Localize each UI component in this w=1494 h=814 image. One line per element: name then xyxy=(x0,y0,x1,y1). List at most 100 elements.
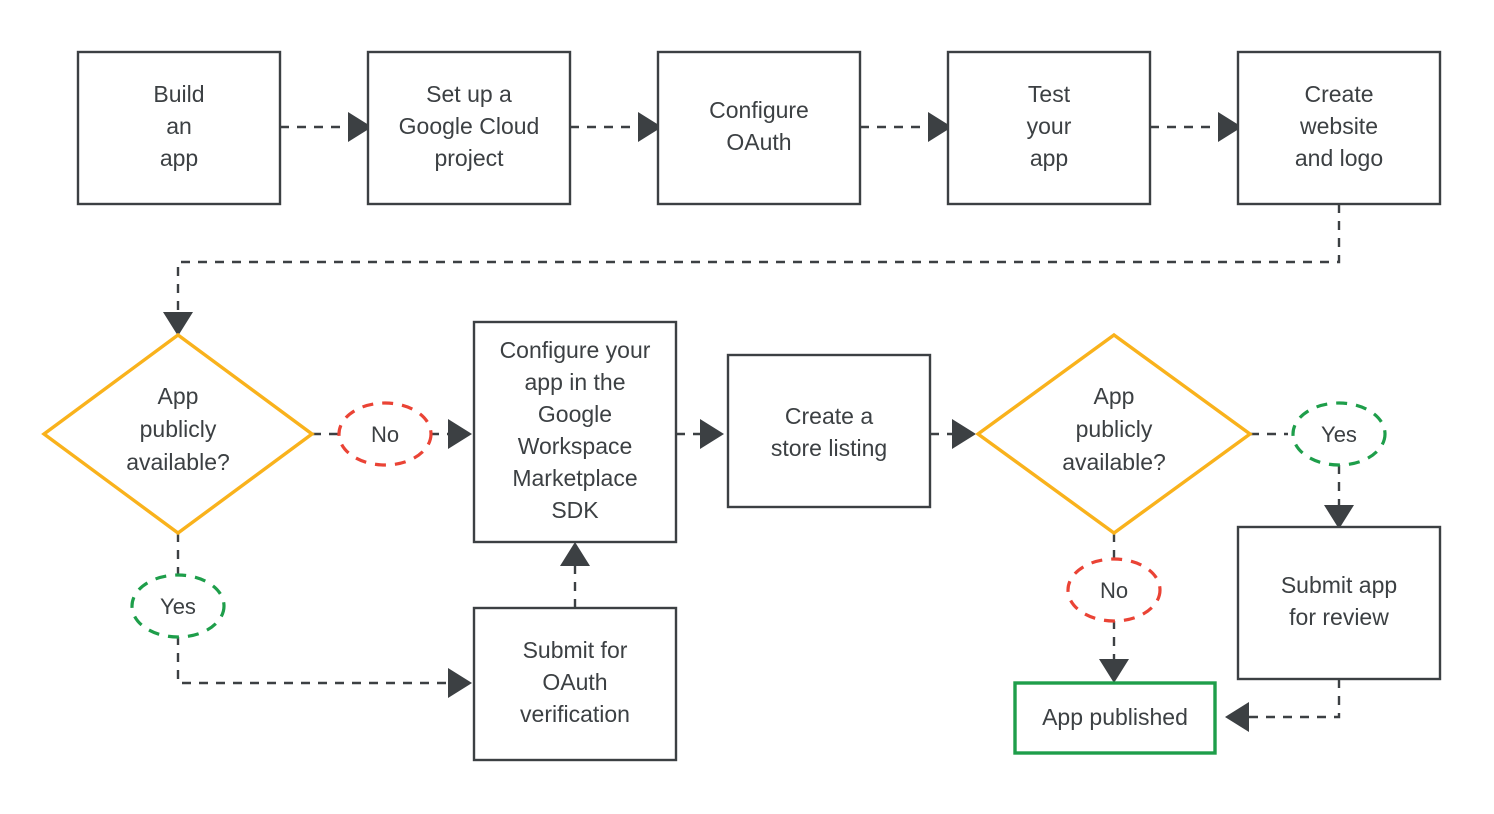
node-decision-app-publicly-available-1[interactable]: App publicly available? xyxy=(41,332,315,536)
edge-decision2-yes-to-review xyxy=(1250,432,1354,529)
edge-label-yes-1: Yes xyxy=(130,573,226,639)
node-label-line: OAuth xyxy=(726,129,791,155)
node-shape xyxy=(1013,681,1217,755)
node-label-line: App xyxy=(158,383,199,409)
node-shape xyxy=(76,50,282,206)
edge-label-no-2: No xyxy=(1066,557,1162,623)
node-label-line: publicly xyxy=(140,416,217,442)
node-label-line: an xyxy=(166,113,192,139)
edge-review-to-published xyxy=(1225,679,1341,732)
arrow-head-icon xyxy=(700,419,724,449)
node-label-line: and logo xyxy=(1295,145,1383,171)
node-label-line: available? xyxy=(126,449,230,475)
node-label-line: Google xyxy=(538,401,612,427)
node-decision-app-publicly-available-2[interactable]: App publicly available? xyxy=(975,332,1253,536)
edge-decision1-yes-to-oauth-verification xyxy=(176,533,472,698)
arrow-head-icon xyxy=(1099,659,1129,683)
node-shape xyxy=(975,332,1253,536)
no-ellipse-shape xyxy=(1066,557,1162,623)
no-ellipse-shape xyxy=(337,401,433,467)
node-label-line: app xyxy=(1030,145,1068,171)
node-test-your-app[interactable]: Test your app xyxy=(946,50,1152,206)
node-label-line: SDK xyxy=(551,497,599,523)
node-shape xyxy=(472,606,678,762)
edge-decision1-no-to-sdk xyxy=(312,419,472,449)
arrow-head-icon xyxy=(1218,112,1242,142)
node-shape xyxy=(366,50,572,206)
edge-label-text: Yes xyxy=(1321,422,1357,447)
arrow-head-icon xyxy=(928,112,952,142)
arrow-head-icon xyxy=(448,419,472,449)
yes-ellipse-shape xyxy=(130,573,226,639)
node-shape xyxy=(946,50,1152,206)
edge-label-no-1: No xyxy=(337,401,433,467)
edge-decision2-no-to-published xyxy=(1099,533,1129,683)
edge-sdk-to-store-listing xyxy=(676,419,724,449)
node-create-a-store-listing[interactable]: Create a store listing xyxy=(726,353,932,509)
arrow-head-icon xyxy=(448,668,472,698)
node-label-line: your xyxy=(1027,113,1072,139)
arrow-head-icon xyxy=(348,112,372,142)
node-label-line: Create xyxy=(1304,81,1373,107)
node-shape xyxy=(656,50,862,206)
arrow-head-icon xyxy=(1324,505,1354,529)
node-label-line: Set up a xyxy=(426,81,512,107)
arrow-head-icon xyxy=(1225,702,1249,732)
node-label-line: Submit app xyxy=(1281,572,1397,598)
edge-line xyxy=(1249,679,1341,719)
edge-oauth-to-test xyxy=(860,112,952,142)
node-shape xyxy=(1236,525,1442,681)
node-shape xyxy=(41,332,315,536)
node-label-line: Google Cloud xyxy=(399,113,540,139)
yes-ellipse-shape xyxy=(1291,401,1387,467)
edge-line xyxy=(176,636,448,685)
node-label-line: Test xyxy=(1028,81,1071,107)
node-label-line: Workspace xyxy=(518,433,633,459)
edge-website-to-decision1 xyxy=(163,204,1341,336)
node-label-line: available? xyxy=(1062,449,1166,475)
edge-test-to-website xyxy=(1150,112,1242,142)
arrow-head-icon xyxy=(638,112,662,142)
node-set-up-google-cloud-project[interactable]: Set up a Google Cloud project xyxy=(366,50,572,206)
node-label-line: verification xyxy=(520,701,630,727)
node-label-line: OAuth xyxy=(542,669,607,695)
node-submit-app-for-review[interactable]: Submit app for review xyxy=(1236,525,1442,681)
edge-label-text: No xyxy=(371,422,399,447)
node-label-line: for review xyxy=(1289,604,1389,630)
edge-setup-to-oauth xyxy=(570,112,662,142)
edge-oauth-verification-to-sdk xyxy=(560,542,590,608)
node-shape xyxy=(726,353,932,509)
node-label-line: Build xyxy=(153,81,204,107)
node-submit-for-oauth-verification[interactable]: Submit for OAuth verification xyxy=(472,606,678,762)
node-label-line: Configure your xyxy=(500,337,651,363)
node-label-line: App published xyxy=(1042,704,1188,730)
node-build-an-app[interactable]: Build an app xyxy=(76,50,282,206)
node-label-line: Submit for xyxy=(523,637,628,663)
edge-label-yes-2: Yes xyxy=(1291,401,1387,467)
node-label-line: Marketplace xyxy=(512,465,637,491)
node-label-line: Create a xyxy=(785,403,873,429)
arrow-head-icon xyxy=(163,312,193,336)
node-shape xyxy=(1236,50,1442,206)
edge-label-text: No xyxy=(1100,578,1128,603)
arrow-head-icon xyxy=(560,542,590,566)
node-label-line: publicly xyxy=(1076,416,1153,442)
edge-store-listing-to-decision2 xyxy=(930,419,976,449)
node-create-website-and-logo[interactable]: Create website and logo xyxy=(1236,50,1442,206)
node-app-published[interactable]: App published xyxy=(1013,681,1217,755)
node-label-line: store listing xyxy=(771,435,887,461)
node-shape xyxy=(472,320,678,544)
node-configure-app-in-marketplace-sdk[interactable]: Configure your app in the Google Workspa… xyxy=(472,320,678,544)
node-label-line: Configure xyxy=(709,97,809,123)
node-configure-oauth[interactable]: Configure OAuth xyxy=(656,50,862,206)
edge-label-text: Yes xyxy=(160,594,196,619)
arrow-head-icon xyxy=(952,419,976,449)
node-label-line: project xyxy=(434,145,504,171)
edge-line xyxy=(176,204,1341,312)
node-label-line: App xyxy=(1094,383,1135,409)
node-label-line: website xyxy=(1299,113,1378,139)
node-label-line: app in the xyxy=(524,369,625,395)
node-label-line: app xyxy=(160,145,198,171)
